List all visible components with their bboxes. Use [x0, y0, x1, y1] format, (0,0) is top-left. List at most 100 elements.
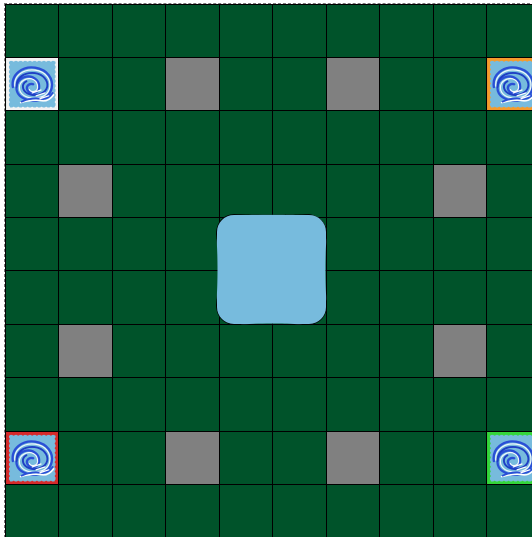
board-cell-r0-c3[interactable]	[165, 4, 220, 58]
board-cell-r2-c1[interactable]	[58, 110, 113, 164]
board-cell-r7-c1[interactable]	[58, 377, 113, 431]
board-cell-r5-c0[interactable]	[5, 270, 60, 324]
board-cell-r3-c6[interactable]	[326, 164, 381, 218]
board-cell-r3-c0[interactable]	[5, 164, 60, 218]
board-cell-r4-c2[interactable]	[112, 217, 167, 271]
board-cell-r5-c1[interactable]	[58, 270, 113, 324]
board-cell-r0-c7[interactable]	[379, 4, 434, 58]
board-cell-r0-c0[interactable]	[5, 4, 60, 58]
stone-tile-r1-c6[interactable]	[326, 57, 381, 111]
board-cell-r0-c9[interactable]	[486, 4, 532, 58]
board-cell-r2-c0[interactable]	[5, 110, 60, 164]
board-cell-r2-c4[interactable]	[219, 110, 274, 164]
board-cell-r8-c7[interactable]	[379, 431, 434, 485]
board-cell-r9-c5[interactable]	[272, 484, 327, 537]
stone-tile-r6-c1[interactable]	[58, 324, 113, 378]
board-cell-r4-c9[interactable]	[486, 217, 532, 271]
board-cell-r5-c9[interactable]	[486, 270, 532, 324]
board-cell-r7-c2[interactable]	[112, 377, 167, 431]
board-cell-r3-c7[interactable]	[379, 164, 434, 218]
board-cell-r7-c7[interactable]	[379, 377, 434, 431]
board-cell-r3-c9[interactable]	[486, 164, 532, 218]
stone-tile-r8-c6[interactable]	[326, 431, 381, 485]
board-cell-r7-c6[interactable]	[326, 377, 381, 431]
board-cell-r9-c0[interactable]	[5, 484, 60, 537]
board-cell-r0-c8[interactable]	[433, 4, 488, 58]
wave-swirl-icon	[487, 432, 532, 484]
board-cell-r6-c4[interactable]	[219, 324, 274, 378]
board-cell-r6-c2[interactable]	[112, 324, 167, 378]
water-piece-r8-c9[interactable]	[486, 431, 532, 485]
stone-tile-r3-c1[interactable]	[58, 164, 113, 218]
board-cell-r8-c5[interactable]	[272, 431, 327, 485]
board-cell-r2-c8[interactable]	[433, 110, 488, 164]
board-cell-r5-c8[interactable]	[433, 270, 488, 324]
board-cell-r3-c3[interactable]	[165, 164, 220, 218]
water-piece-r8-c0[interactable]	[5, 431, 60, 485]
board-cell-r2-c5[interactable]	[272, 110, 327, 164]
board-cell-r6-c6[interactable]	[326, 324, 381, 378]
board-cell-r7-c0[interactable]	[5, 377, 60, 431]
board-cell-r4-c7[interactable]	[379, 217, 434, 271]
wave-swirl-icon	[6, 432, 59, 484]
board-cell-r0-c4[interactable]	[219, 4, 274, 58]
board-cell-r9-c9[interactable]	[486, 484, 532, 537]
stone-tile-r3-c8[interactable]	[433, 164, 488, 218]
board-cell-r0-c5[interactable]	[272, 4, 327, 58]
board-cell-r3-c2[interactable]	[112, 164, 167, 218]
wave-swirl-icon	[487, 58, 532, 110]
board-cell-r5-c2[interactable]	[112, 270, 167, 324]
board-cell-r4-c0[interactable]	[5, 217, 60, 271]
board-cell-r6-c7[interactable]	[379, 324, 434, 378]
board-cell-r9-c1[interactable]	[58, 484, 113, 537]
stone-tile-r6-c8[interactable]	[433, 324, 488, 378]
board-cell-r0-c2[interactable]	[112, 4, 167, 58]
board-cell-r7-c5[interactable]	[272, 377, 327, 431]
board-cell-r0-c1[interactable]	[58, 4, 113, 58]
board-cell-r2-c6[interactable]	[326, 110, 381, 164]
board-cell-r1-c4[interactable]	[219, 57, 274, 111]
board-cell-r1-c1[interactable]	[58, 57, 113, 111]
board-cell-r6-c3[interactable]	[165, 324, 220, 378]
board-cell-r6-c9[interactable]	[486, 324, 532, 378]
board-cell-r9-c4[interactable]	[219, 484, 274, 537]
board-cell-r9-c2[interactable]	[112, 484, 167, 537]
board-cell-r9-c7[interactable]	[379, 484, 434, 537]
board-cell-r8-c1[interactable]	[58, 431, 113, 485]
board-cell-r5-c7[interactable]	[379, 270, 434, 324]
board-cell-r3-c5[interactable]	[272, 164, 327, 218]
board-cell-r6-c0[interactable]	[5, 324, 60, 378]
board-cell-r9-c8[interactable]	[433, 484, 488, 537]
board-cell-r9-c6[interactable]	[326, 484, 381, 537]
board-cell-r3-c4[interactable]	[219, 164, 274, 218]
board-cell-r4-c6[interactable]	[326, 217, 381, 271]
water-piece-r1-c9[interactable]	[486, 57, 532, 111]
water-piece-r1-c0[interactable]	[5, 57, 60, 111]
board-cell-r7-c9[interactable]	[486, 377, 532, 431]
board-cell-r2-c7[interactable]	[379, 110, 434, 164]
board-cell-r7-c3[interactable]	[165, 377, 220, 431]
board-cell-r1-c5[interactable]	[272, 57, 327, 111]
board-cell-r4-c8[interactable]	[433, 217, 488, 271]
board-cell-r8-c4[interactable]	[219, 431, 274, 485]
stone-tile-r8-c3[interactable]	[165, 431, 220, 485]
board-cell-r7-c4[interactable]	[219, 377, 274, 431]
center-pool	[216, 214, 327, 325]
board-cell-r2-c2[interactable]	[112, 110, 167, 164]
board-cell-r2-c3[interactable]	[165, 110, 220, 164]
board-cell-r5-c3[interactable]	[165, 270, 220, 324]
board-cell-r5-c6[interactable]	[326, 270, 381, 324]
board-cell-r1-c2[interactable]	[112, 57, 167, 111]
board-cell-r4-c1[interactable]	[58, 217, 113, 271]
stone-tile-r1-c3[interactable]	[165, 57, 220, 111]
board-cell-r8-c8[interactable]	[433, 431, 488, 485]
board-cell-r9-c3[interactable]	[165, 484, 220, 537]
board-cell-r7-c8[interactable]	[433, 377, 488, 431]
board-cell-r4-c3[interactable]	[165, 217, 220, 271]
board-cell-r8-c2[interactable]	[112, 431, 167, 485]
board-cell-r0-c6[interactable]	[326, 4, 381, 58]
board-cell-r2-c9[interactable]	[486, 110, 532, 164]
board-cell-r6-c5[interactable]	[272, 324, 327, 378]
board-cell-r1-c8[interactable]	[433, 57, 488, 111]
board-cell-r1-c7[interactable]	[379, 57, 434, 111]
